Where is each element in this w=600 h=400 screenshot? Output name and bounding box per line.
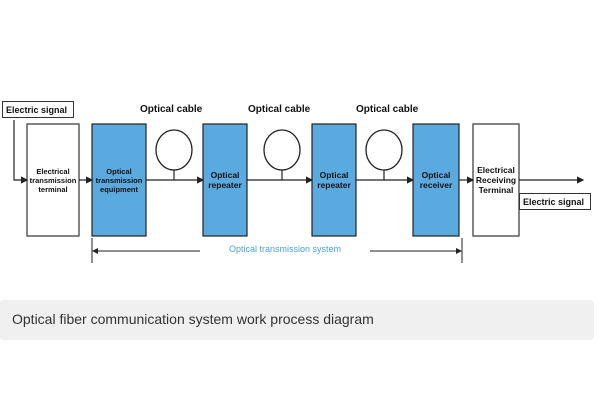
cable-label-3: Optical cable	[356, 104, 419, 115]
fiber-coil-2	[263, 129, 301, 171]
block-receiver	[412, 123, 460, 237]
line: Optical	[106, 166, 132, 176]
caption-bar: Optical fiber communication system work …	[0, 300, 594, 340]
line: Electrical	[477, 165, 515, 175]
line: Optical	[319, 170, 349, 180]
block-rx-terminal-label: Electrical Receiving Terminal	[473, 124, 519, 236]
block-repeater-1-label: Optical repeater	[203, 124, 247, 236]
cable-label-2: Optical cable	[248, 104, 311, 115]
line: transmission	[29, 175, 77, 185]
fiber-link-2	[247, 170, 283, 181]
line: Optical	[421, 170, 451, 180]
diagram-canvas	[13, 120, 585, 263]
block-tx-terminal	[26, 123, 80, 237]
line: Receiving	[475, 175, 517, 185]
line: transmission	[95, 175, 143, 185]
line: repeater	[208, 180, 242, 190]
cable-label-1: Optical cable	[140, 104, 203, 115]
fiber-coil-3	[365, 129, 403, 171]
caption-text: Optical fiber communication system work …	[12, 311, 374, 327]
block-repeater-2-label: Optical repeater	[312, 124, 356, 236]
line: Terminal	[478, 185, 514, 195]
line: Optical	[210, 170, 240, 180]
fiber-link-3	[356, 170, 385, 181]
line: Electrical	[36, 166, 70, 176]
line: terminal	[38, 184, 68, 194]
fiber-link-1	[146, 170, 175, 181]
system-label: Optical transmission system	[200, 244, 370, 254]
line: receiver	[419, 180, 453, 190]
block-receiver-label: Optical receiver	[413, 124, 459, 236]
line: repeater	[317, 180, 351, 190]
block-tx-equipment-label: Optical transmission equipment	[92, 124, 146, 236]
block-repeater-1	[202, 123, 248, 237]
fiber-system-diagram: Electric signal Electric signal Optical …	[2, 101, 591, 263]
output-signal-label: Electric signal	[519, 193, 591, 210]
line: equipment	[100, 184, 138, 194]
block-tx-terminal-label: Electrical transmission terminal	[27, 124, 79, 236]
input-signal-line	[13, 120, 29, 184]
block-tx-equipment	[91, 123, 147, 237]
fiber-coil-1	[155, 129, 193, 171]
input-signal-label: Electric signal	[2, 101, 74, 118]
